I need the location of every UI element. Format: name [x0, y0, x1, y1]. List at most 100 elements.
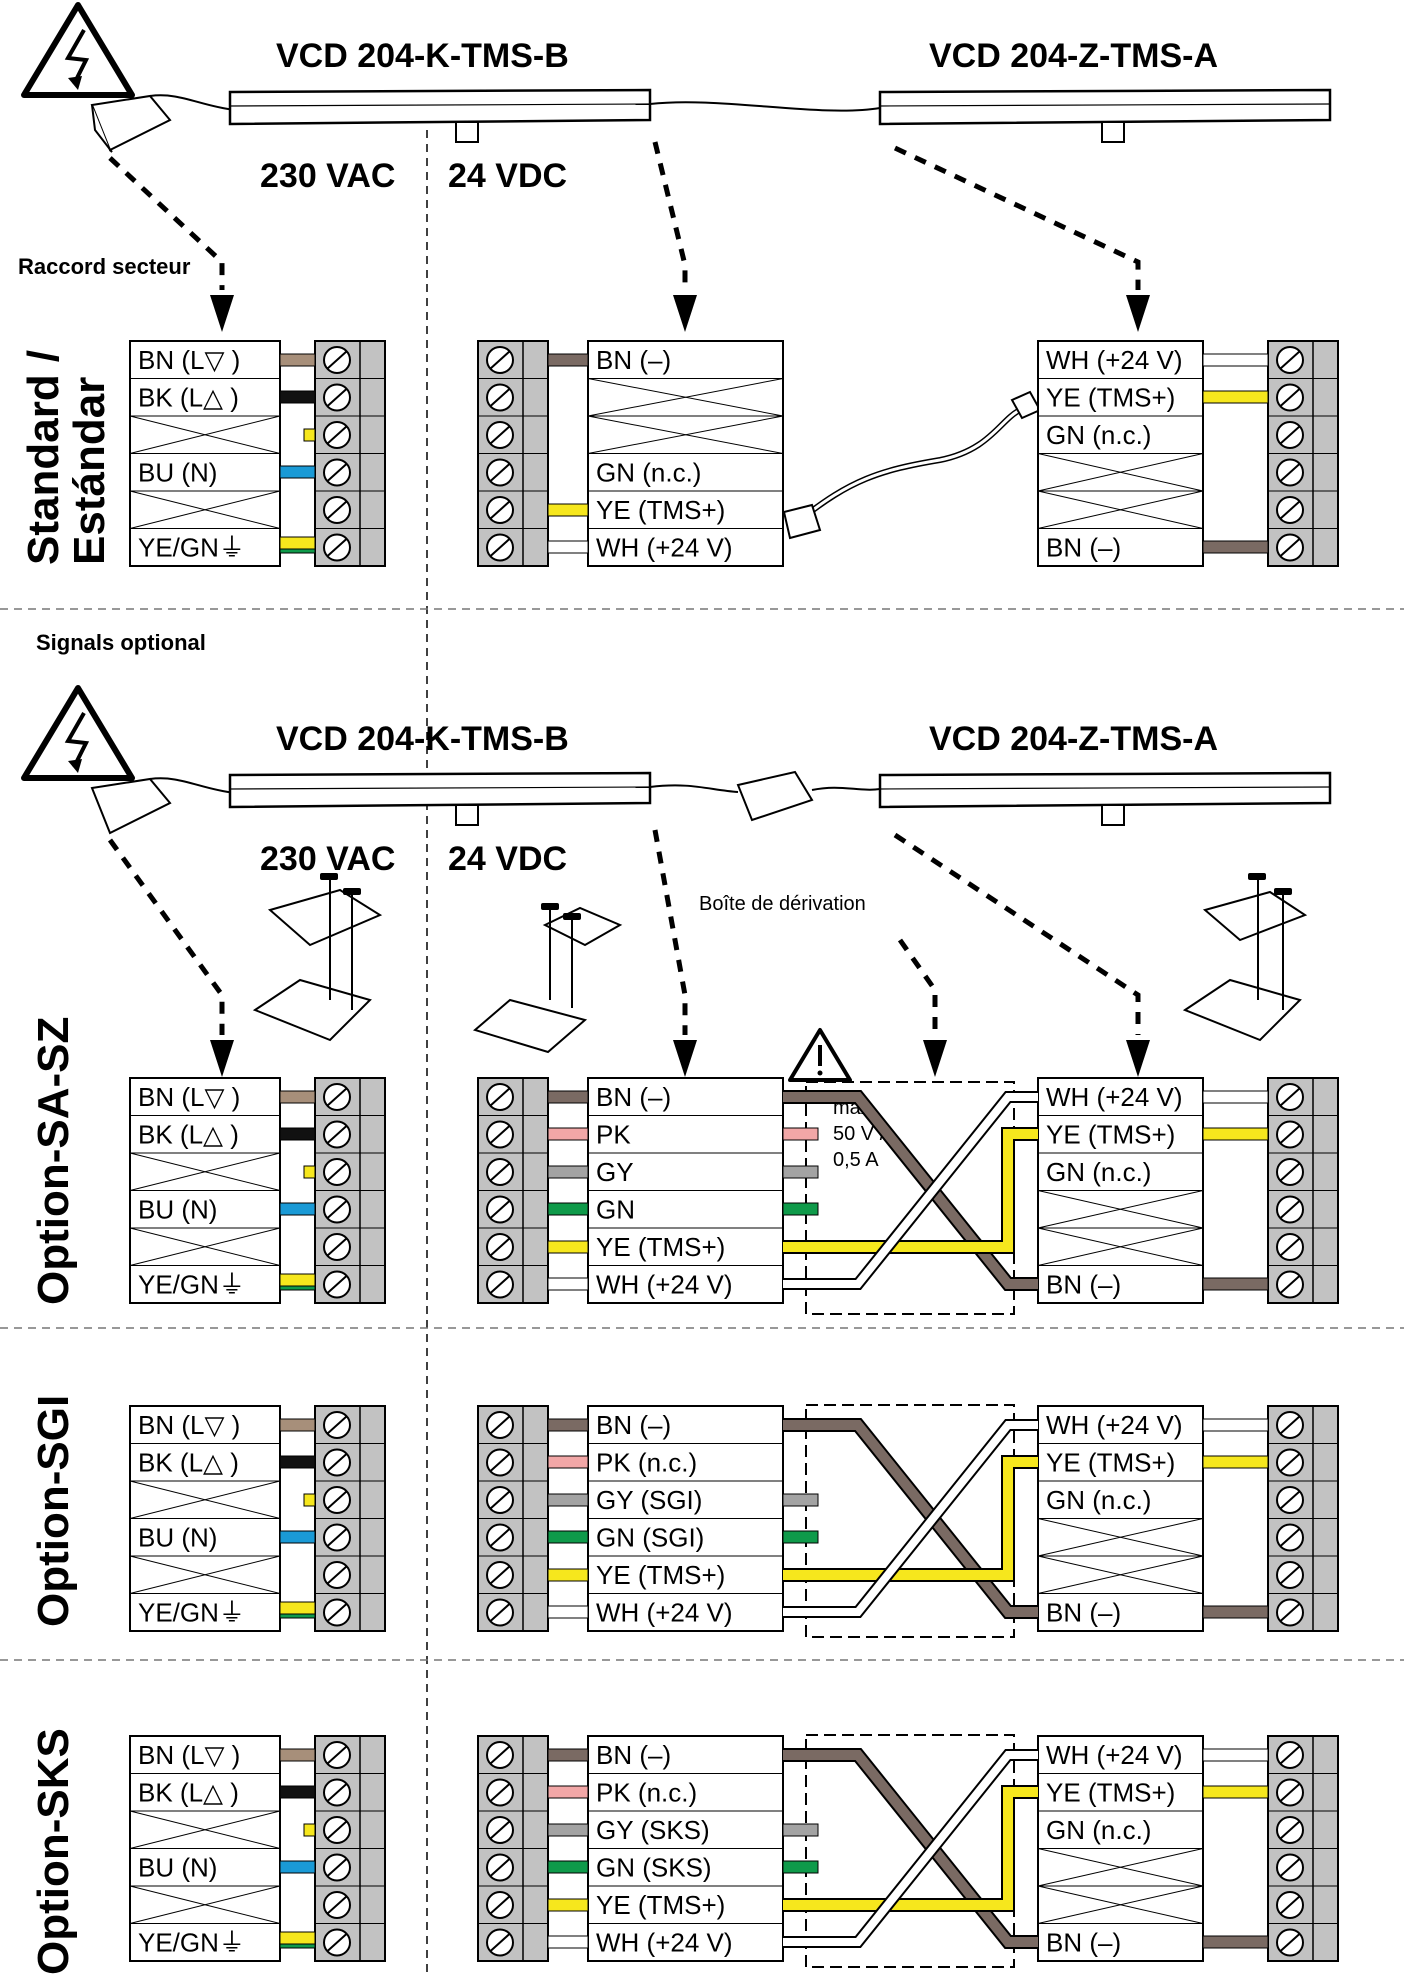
- wire-blue: [279, 465, 316, 479]
- wire-yellow: [547, 1568, 589, 1582]
- wire-brown: [1202, 1277, 1269, 1291]
- k-terminal-block: [477, 1405, 549, 1632]
- mains-terminal-labels: BN (L▽ )BK (L△ )BU (N)YE/GN⏚: [129, 340, 281, 567]
- wire-yellow: [303, 428, 316, 442]
- wire-yellow-route: [783, 1785, 1038, 1912]
- terminal-label: WH (+24 V): [596, 1270, 733, 1300]
- terminal-label: PK (n.c.): [596, 1778, 697, 1808]
- terminal-label: WH (+24 V): [596, 1928, 733, 1958]
- k-terminal-block: [477, 1077, 549, 1304]
- wire-green: [547, 1202, 589, 1216]
- terminal-label: GN (n.c.): [1046, 1485, 1151, 1515]
- terminal-label: PK (n.c.): [596, 1448, 697, 1478]
- wire-yellow: [303, 1165, 316, 1179]
- terminal-label: WH (+24 V): [1046, 1082, 1183, 1112]
- terminal-label: WH (+24 V): [1046, 1740, 1183, 1770]
- wire-brown-route: [783, 1420, 1038, 1617]
- wire-brown: [1202, 1605, 1269, 1619]
- mains-plug-box: [90, 777, 236, 835]
- wire-green: [782, 1860, 819, 1874]
- actuator-b-body: [228, 88, 652, 143]
- actuator-a-title: VCD 204-Z-TMS-A: [929, 37, 1218, 75]
- terminal-label: BN (–): [1046, 1928, 1121, 1958]
- wire-black: [279, 1127, 316, 1141]
- terminal-label: YE (TMS+): [1046, 1778, 1175, 1808]
- actuator-b-title: VCD 204-K-TMS-B: [276, 37, 569, 75]
- extension-cable: [782, 390, 1042, 540]
- section-standard-label: Standard /: [19, 350, 68, 565]
- wire-white-route: [783, 1421, 1038, 1616]
- wire-yellow-route: [783, 1787, 1038, 1910]
- wire-grey: [547, 1165, 589, 1179]
- wire-brown: [1202, 540, 1269, 554]
- z-terminal-labels: WH (+24 V)YE (TMS+)GN (n.c.)BN (–): [1037, 1077, 1204, 1304]
- terminal-label: GN (SKS): [596, 1853, 712, 1883]
- z-terminal-block: [1267, 1077, 1339, 1304]
- wire-yellow: [1202, 1127, 1269, 1141]
- terminal-label: WH (+24 V): [596, 1598, 733, 1628]
- terminal-label: YE (TMS+): [596, 1560, 725, 1590]
- terminal-label: YE/GN⏚: [138, 1270, 245, 1300]
- arrows-second: [107, 829, 1141, 1035]
- terminal-label: WH (+24 V): [1046, 345, 1183, 375]
- wire-black: [279, 1455, 316, 1469]
- wire-yellow: [547, 1898, 589, 1912]
- wire-brown: [279, 1090, 316, 1104]
- terminal-label: BN (L▽ ): [138, 1082, 240, 1112]
- actuator-b-body: [228, 771, 652, 826]
- wire-pink: [547, 1127, 589, 1141]
- k-terminal-block: [477, 1735, 549, 1962]
- actuator-b-title: VCD 204-K-TMS-B: [276, 720, 569, 758]
- arrow-heads-top: [210, 295, 1150, 332]
- mains-voltage-label: 230 VAC: [260, 840, 395, 878]
- mains-terminal-labels: BN (L▽ )BK (L△ )BU (N)YE/GN⏚: [129, 1077, 281, 1304]
- wire-yellow-route: [783, 1129, 1038, 1252]
- wire-pink: [547, 1455, 589, 1469]
- wire-brown-route: [783, 1750, 1038, 1947]
- terminal-blocks: BN (L▽ )BK (L△ )BU (N)YE/GN⏚BN (–)GN (n.…: [129, 340, 1339, 1962]
- terminal-label: GY: [596, 1157, 634, 1187]
- signals-optional-label: Signals optional: [36, 630, 206, 655]
- terminal-label: BN (–): [1046, 1598, 1121, 1628]
- wire-yellow: [1202, 1455, 1269, 1469]
- section-sgi-label: Option-SGI: [29, 1395, 78, 1627]
- z-terminal-block: [1267, 340, 1339, 567]
- mains-voltage-label: 230 VAC: [260, 157, 395, 195]
- wire-black: [279, 1785, 316, 1799]
- terminal-label: BN (–): [596, 1410, 671, 1440]
- wire-brown-route: [783, 1092, 1038, 1289]
- wire-white: [1202, 1090, 1269, 1104]
- mains-terminal-block: [314, 1735, 386, 1962]
- wire-brown-route: [783, 1748, 1038, 1949]
- electric-hazard-icon: [21, 2, 135, 98]
- terminal-label: BK (L△ ): [138, 383, 239, 413]
- terminal-label: BU (N): [138, 458, 217, 488]
- junction-box-boundary: [805, 1734, 1015, 1968]
- wire-grey: [782, 1823, 819, 1837]
- mains-terminal-block: [314, 1405, 386, 1632]
- wire-yellow-route: [783, 1455, 1038, 1582]
- terminal-label: YE (TMS+): [1046, 1448, 1175, 1478]
- section-standard-label-2: Estándar: [65, 377, 114, 565]
- wire-yellow: [1202, 1785, 1269, 1799]
- wire-white: [1202, 1418, 1269, 1432]
- mains-terminal-labels: BN (L▽ )BK (L△ )BU (N)YE/GN⏚: [129, 1405, 281, 1632]
- actuator-link-cable: [649, 101, 881, 112]
- terminal-label: GN: [596, 1195, 635, 1225]
- caution-icon: [788, 1028, 852, 1082]
- wire-brown-route: [783, 1090, 1038, 1291]
- z-terminal-block: [1267, 1405, 1339, 1632]
- k-terminal-labels: BN (–)PK (n.c.)GY (SKS)GN (SKS)YE (TMS+)…: [587, 1735, 784, 1962]
- wire-pink: [782, 1127, 819, 1141]
- screw-icon: [320, 873, 1292, 920]
- mains-terminal-block: [314, 340, 386, 567]
- terminal-label: YE/GN⏚: [138, 1928, 245, 1958]
- wire-grey: [782, 1165, 819, 1179]
- wire-grey: [547, 1493, 589, 1507]
- electric-hazard-icon: [21, 685, 135, 781]
- terminal-label: GN (SGI): [596, 1523, 704, 1553]
- terminal-label: YE (TMS+): [596, 1890, 725, 1920]
- low-voltage-label: 24 VDC: [448, 157, 567, 195]
